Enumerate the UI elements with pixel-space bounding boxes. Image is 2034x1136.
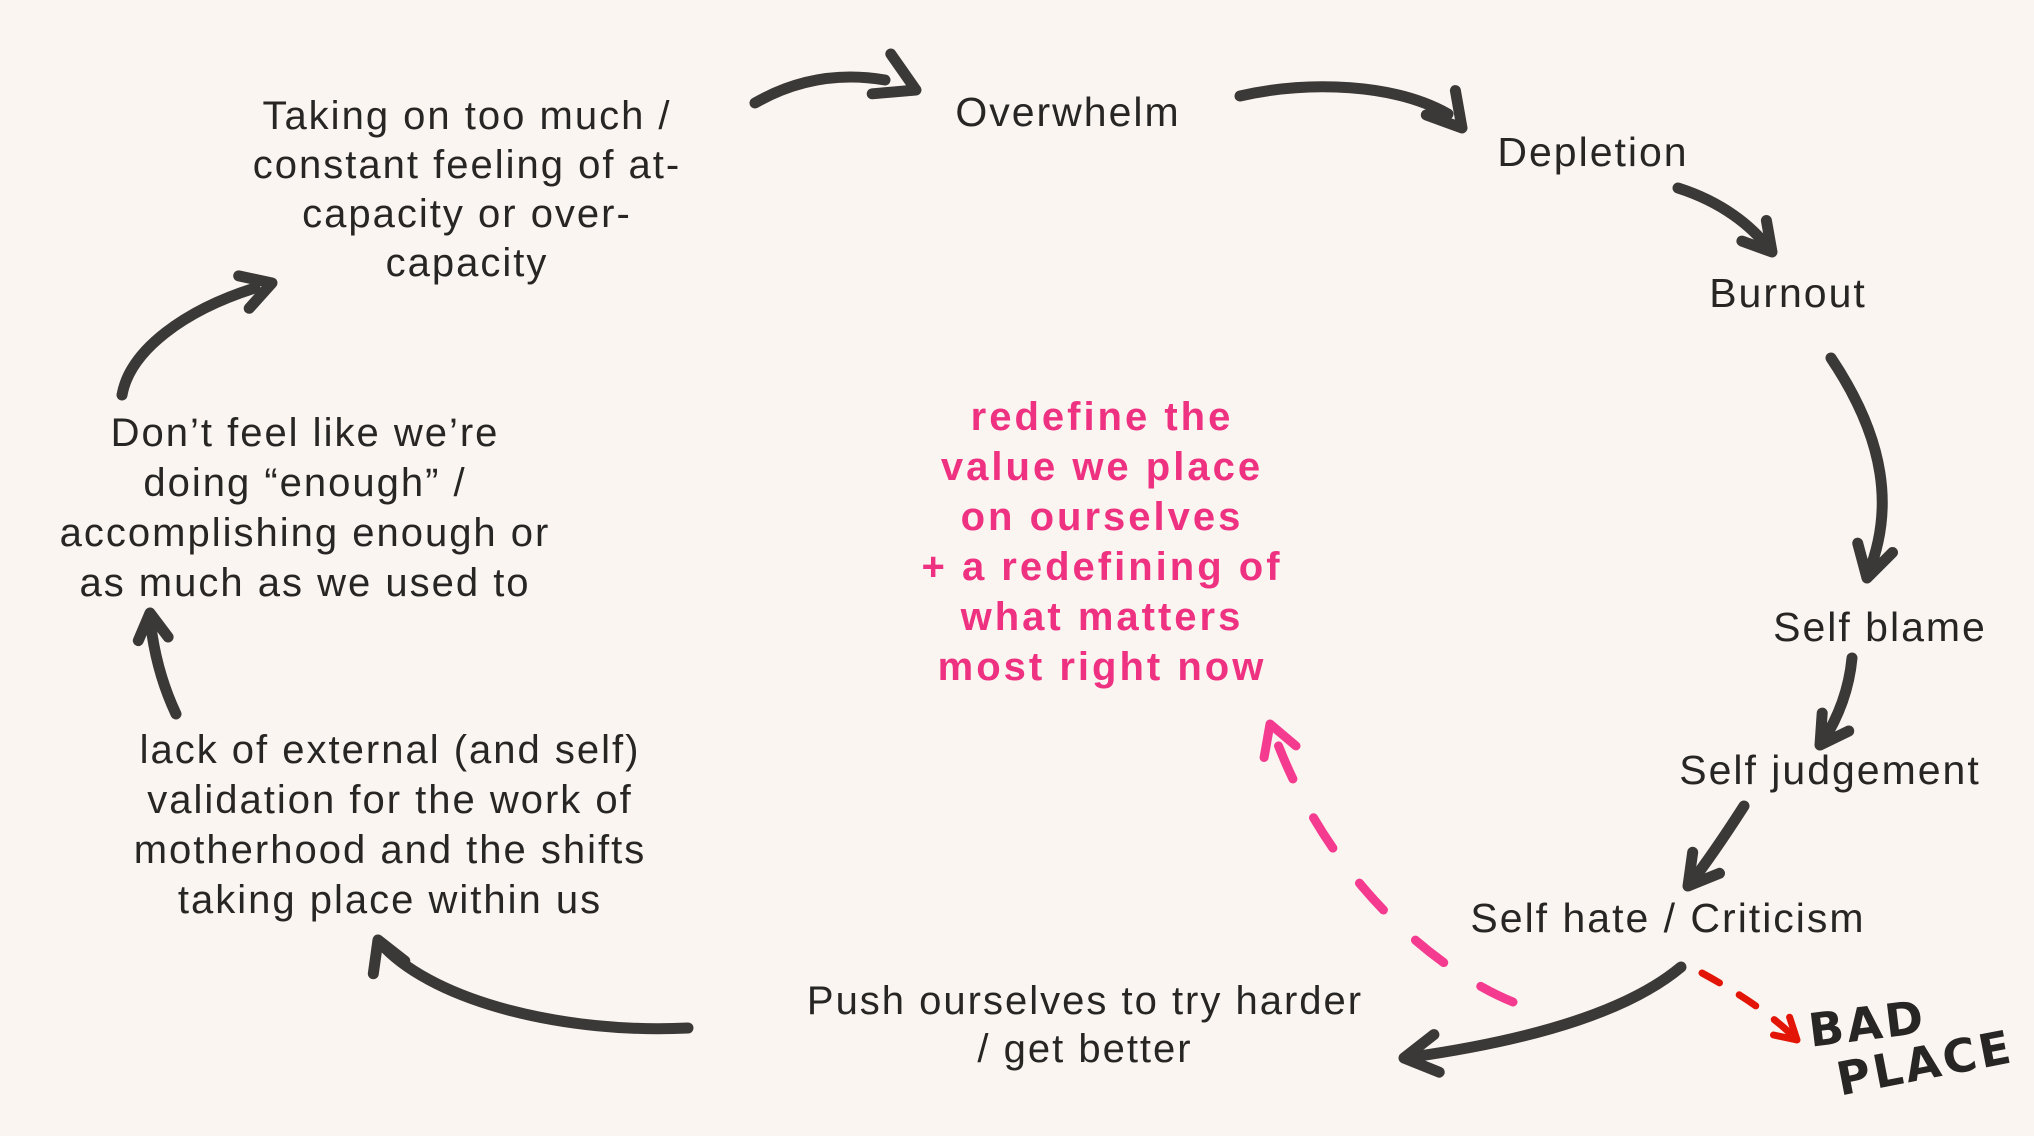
arrowhead-self-hate-criticism-to-push-ourselves (1398, 1029, 1445, 1078)
arrowhead-depletion-to-burnout (1736, 215, 1778, 258)
node-push-ourselves: Push ourselves to try harder / get bette… (807, 977, 1363, 1073)
text-line: most right now (937, 645, 1267, 689)
text-line: lack of external (and self) (139, 728, 641, 772)
arrowhead-push-ourselves-to-lack-of-validation (367, 934, 411, 980)
node-overwhelm: Overwhelm (955, 89, 1181, 135)
text-line: on ourselves (960, 495, 1244, 539)
arrow-self-hate-criticism-to-bad-place (1698, 969, 1799, 1042)
node-depletion: Depletion (1497, 129, 1689, 175)
arrow-taking-on-too-much-to-overwhelm (749, 71, 891, 109)
arrow-push-ourselves-to-lack-of-validation (378, 941, 694, 1035)
arrow-self-blame-to-self-judgement (1816, 652, 1858, 749)
arrowhead-lack-of-validation-to-dont-feel-enough (132, 607, 174, 647)
text-line: what matters (960, 595, 1244, 639)
arrow-depletion-to-burnout (1672, 182, 1776, 256)
text-line: redefine the (970, 395, 1234, 439)
text-line: taking place within us (177, 878, 603, 922)
node-redefine-value: redefine the value we place on ourselves… (921, 392, 1282, 692)
text-line: capacity (385, 241, 549, 285)
node-self-blame: Self blame (1773, 604, 1987, 650)
text-line: as much as we used to (79, 561, 531, 605)
arrowhead-self-hate-criticism-to-bad-place (1770, 1013, 1801, 1044)
text-line: validation for the work of (147, 778, 633, 822)
node-self-judgement: Self judgement (1679, 747, 1981, 793)
arrow-self-hate-criticism-to-redefine-value (1269, 729, 1518, 1007)
text-line: / get better (977, 1027, 1193, 1071)
arrowhead-self-blame-to-self-judgement (1814, 707, 1855, 751)
text-line: accomplishing enough or (59, 511, 551, 555)
node-taking-on-too-much: Taking on too much / constant feeling of… (253, 92, 681, 288)
text-line: constant feeling of at- (252, 143, 682, 187)
node-self-hate-criticism: Self hate / Criticism (1470, 895, 1866, 941)
arrowhead-self-hate-criticism-to-redefine-value (1259, 719, 1301, 762)
node-lack-of-validation: lack of external (and self) validation f… (134, 725, 647, 925)
text-line: motherhood and the shifts (133, 828, 647, 872)
arrow-burnout-to-self-blame (1825, 352, 1888, 580)
arrowhead-self-judgement-to-self-hate-criticism (1682, 846, 1725, 892)
text-line: doing “enough” / (143, 461, 467, 505)
arrowhead-burnout-to-self-blame (1852, 537, 1898, 584)
text-line: Don’t feel like we’re (110, 411, 500, 455)
arrowhead-overwhelm-to-depletion (1420, 85, 1468, 134)
arrow-lack-of-validation-to-dont-feel-enough (144, 612, 182, 720)
node-dont-feel-enough: Don’t feel like we’re doing “enough” / a… (60, 408, 551, 608)
arrowhead-dont-feel-enough-to-taking-on-too-much (233, 270, 278, 314)
arrow-overwhelm-to-depletion (1234, 81, 1454, 120)
arrow-dont-feel-enough-to-taking-on-too-much (116, 282, 261, 401)
text-line: Push ourselves to try harder (806, 979, 1364, 1023)
arrow-self-hate-criticism-to-push-ourselves (1406, 961, 1687, 1063)
text-line: value we place (940, 445, 1264, 489)
text-line: + a redefining of (921, 545, 1283, 589)
node-burnout: Burnout (1709, 270, 1867, 316)
text-line: Taking on too much / (262, 94, 672, 138)
text-line: capacity or over- (302, 192, 632, 236)
arrowhead-taking-on-too-much-to-overwhelm (866, 48, 922, 100)
